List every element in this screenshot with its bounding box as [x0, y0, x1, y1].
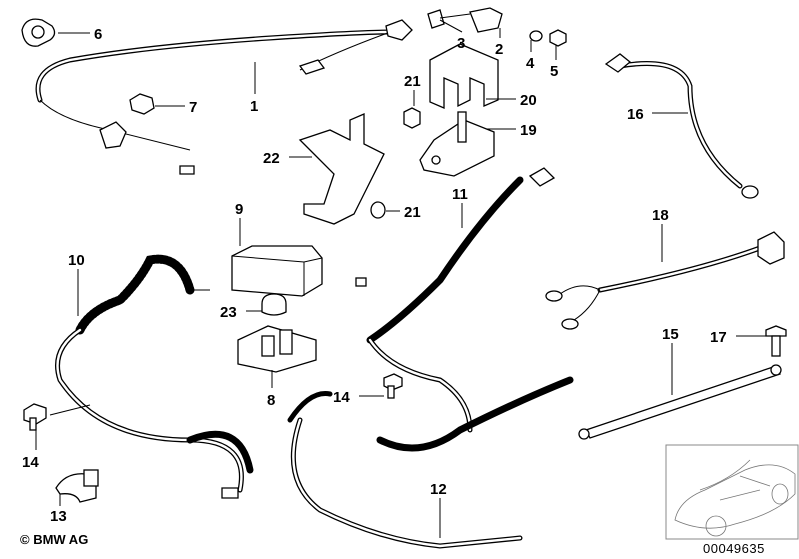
part-12-cable: [287, 391, 523, 549]
label-11[interactable]: 11: [452, 186, 468, 203]
label-12[interactable]: 12: [430, 481, 447, 498]
part-18-cable: [545, 231, 785, 330]
label-10[interactable]: 10: [68, 252, 85, 269]
label-14-left[interactable]: 14: [22, 454, 39, 471]
label-9[interactable]: 9: [235, 201, 243, 218]
label-23[interactable]: 23: [220, 304, 237, 321]
part-14-bolt-left: [23, 403, 47, 431]
part-11-cable: [355, 167, 574, 452]
label-4[interactable]: 4: [526, 55, 535, 72]
part-9-cover-box: [231, 245, 323, 297]
label-21-lower[interactable]: 21: [404, 204, 421, 221]
label-6[interactable]: 6: [94, 26, 102, 43]
label-20[interactable]: 20: [520, 92, 537, 109]
part-23-grommet: [261, 293, 287, 316]
label-19[interactable]: 19: [520, 122, 537, 139]
part-8-holder: [237, 325, 317, 373]
label-8[interactable]: 8: [267, 392, 275, 409]
copyright-notice: © BMW AG: [20, 532, 89, 547]
part-7-nut: [129, 93, 155, 115]
label-18[interactable]: 18: [652, 207, 669, 224]
parts-2-5-terminal-hardware: [427, 7, 567, 47]
part-20-cover: [429, 43, 499, 109]
leader-lines: [35, 19, 766, 538]
label-1[interactable]: 1: [250, 98, 258, 115]
label-16[interactable]: 16: [627, 106, 644, 123]
part-labels: 6 1 7 3 2 4 5 21 20 19 16 22 11 9 21 18 …: [22, 26, 727, 525]
label-3[interactable]: 3: [457, 35, 465, 52]
part-21-bushing-top: [403, 107, 421, 129]
part-14-bolt-center: [383, 373, 403, 399]
label-15[interactable]: 15: [662, 326, 679, 343]
part-13-bracket: [55, 469, 99, 503]
label-14-center[interactable]: 14: [333, 389, 350, 406]
part-6-clip: [21, 18, 56, 47]
label-7[interactable]: 7: [189, 99, 197, 116]
part-1-cable: [35, 19, 413, 175]
part-15-ground-strap: [578, 364, 782, 440]
vehicle-thumbnail: [665, 444, 799, 540]
label-2[interactable]: 2: [495, 41, 503, 58]
document-number: 00049635: [703, 541, 765, 556]
part-10-cable: [55, 254, 254, 499]
label-17[interactable]: 17: [710, 329, 727, 346]
label-22[interactable]: 22: [263, 150, 280, 167]
label-5[interactable]: 5: [550, 63, 558, 80]
label-13[interactable]: 13: [50, 508, 67, 525]
part-17-bolt: [765, 325, 787, 357]
part-22-bracket: [298, 113, 385, 225]
label-21-top[interactable]: 21: [404, 73, 421, 90]
part-21-bushing-lower: [370, 201, 386, 219]
part-19-terminal-block: [419, 111, 495, 177]
part-16-cable: [604, 53, 759, 199]
